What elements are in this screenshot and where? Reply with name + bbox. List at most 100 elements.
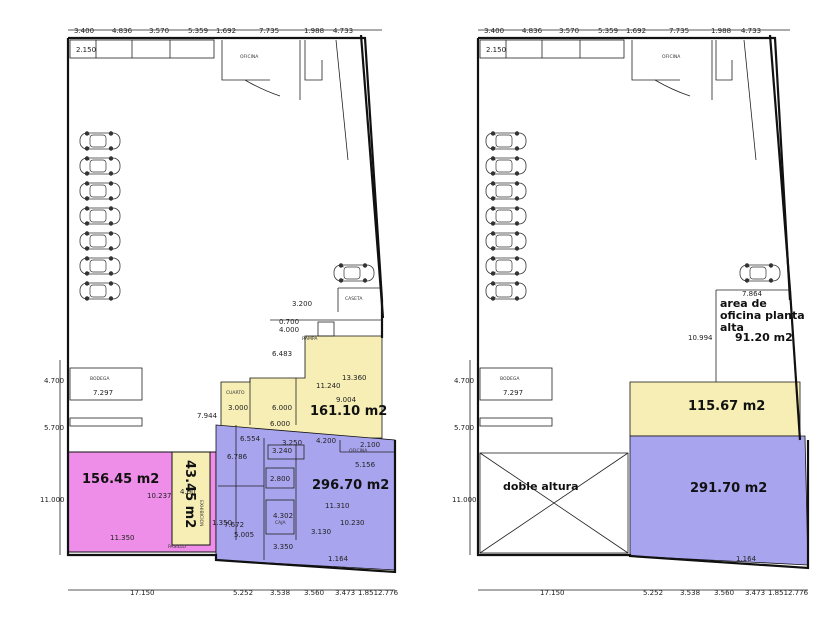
plan1-dim-6000b: 6.000 xyxy=(270,420,290,428)
plan1-room-bodega: BODEGA xyxy=(90,376,110,382)
plan1-room-caseta: CASETA xyxy=(345,296,363,302)
plan1-dim-4000b: 4.00 xyxy=(180,488,196,496)
plan1-dim-10230: 10.230 xyxy=(340,519,365,527)
plan1-room-cuarto: CUARTO xyxy=(226,390,245,396)
plan2-office-label-3: alta xyxy=(720,321,744,334)
plan1-dim-3240: 3.240 xyxy=(272,447,292,455)
plan1-bottom-dim-1: 17.150 xyxy=(130,589,155,597)
plan1-dim-1350: 1.350 xyxy=(212,519,232,527)
plan1-top-dim-2: 4.836 xyxy=(112,27,133,35)
plan1-dim-7672: 7.672 xyxy=(224,521,244,529)
plan1-room-rampa: RAMPA xyxy=(302,336,318,342)
plan1-area-blue: 296.70 m2 xyxy=(312,478,389,493)
plan1-dim-1164: 1.164 xyxy=(328,555,349,563)
plan1-bottom-dim-6: 1.851 xyxy=(358,589,378,597)
plan2-bottom-dim-1: 17.150 xyxy=(540,589,565,597)
plan1-area-yellow: 161.10 m2 xyxy=(310,404,387,419)
plan1-dim-6554: 6.554 xyxy=(240,435,261,443)
plan1-top-dim-8: 4.733 xyxy=(333,27,353,35)
plan1-dim-0700: 0.700 xyxy=(279,318,299,326)
plan1-bottom-dim-2: 5.252 xyxy=(233,589,253,597)
plan1-dim-2100: 2.100 xyxy=(360,441,380,449)
plan1-top-dim-4: 5.359 xyxy=(188,27,208,35)
plan2-doble-altura: doble altura xyxy=(503,480,579,493)
plan-2: 3.400 4.836 3.570 5.359 1.692 7.735 1.98… xyxy=(452,27,810,597)
plan1-dim-2150: 2.150 xyxy=(76,46,96,54)
plan2-dim-10994: 10.994 xyxy=(688,334,713,342)
plan2-top-dim-3: 3.570 xyxy=(559,27,579,35)
plan1-dim-11240: 11.240 xyxy=(316,382,341,390)
plan1-top-dim-1: 3.400 xyxy=(74,27,94,35)
plan1-top-dim-6: 7.735 xyxy=(259,27,279,35)
plan2-left-dim-1: 4.700 xyxy=(454,377,474,385)
plan1-dim-11310: 11.310 xyxy=(325,502,350,510)
plan2-dim-7864: 7.864 xyxy=(742,290,763,298)
plan1-area-pink: 156.45 m2 xyxy=(82,472,159,487)
plan2-dim-2150: 2.150 xyxy=(486,46,506,54)
plan2-top-dim-6: 7.735 xyxy=(669,27,689,35)
plan2-bottom-dim-7: 2.776 xyxy=(788,589,809,597)
plan1-dim-11350: 11.350 xyxy=(110,534,135,542)
plan1-dim-5156: 5.156 xyxy=(355,461,376,469)
plan1-left-dim-1: 4.700 xyxy=(44,377,64,385)
plan1-dim-7944: 7.944 xyxy=(197,412,218,420)
plan1-dim-3200: 3.200 xyxy=(292,300,312,308)
plan2-dim-7297: 7.297 xyxy=(503,389,523,397)
plan1-dim-3000: 3.000 xyxy=(228,404,248,412)
plan1-dim-4000: 4.000 xyxy=(279,326,299,334)
plan2-top-dim-2: 4.836 xyxy=(522,27,543,35)
plan1-dim-3250: 3.250 xyxy=(282,439,302,447)
plan1-top-dim-7: 1.988 xyxy=(304,27,324,35)
plan2-bottom-dim-5: 3.473 xyxy=(745,589,765,597)
plan1-room-oficina-2: OFICINA xyxy=(349,448,368,454)
plan2-dim-1164: 1.164 xyxy=(736,555,757,563)
plan2-bottom-dim-4: 3.560 xyxy=(714,589,734,597)
plan1-bottom-dim-4: 3.560 xyxy=(304,589,324,597)
plan1-room-oficina: OFICINA xyxy=(240,54,259,60)
plan1-room-pasillo: PASILLO xyxy=(168,544,187,550)
plan1-dim-2800: 2.800 xyxy=(270,475,290,483)
zone-yellow xyxy=(220,335,383,439)
plan-1: 3.400 4.836 3.570 5.359 1.692 7.735 1.98… xyxy=(40,27,399,597)
plan2-room-oficina: OFICINA xyxy=(662,54,681,60)
plan1-dim-5005: 5.005 xyxy=(234,531,254,539)
plan1-top-dim-3: 3.570 xyxy=(149,27,169,35)
plan1-dim-3350: 3.350 xyxy=(273,543,293,551)
plan2-bottom-dim-3: 3.538 xyxy=(680,589,700,597)
plan2-left-dim-2: 5.700 xyxy=(454,424,474,432)
plan2-top-dim-8: 4.733 xyxy=(741,27,761,35)
plan1-dim-9004: 9.004 xyxy=(336,396,357,404)
plan2-office-label-2: oficina planta xyxy=(720,309,805,322)
plan2-top-dim-7: 1.988 xyxy=(711,27,731,35)
plan1-dim-4302: 4.302 xyxy=(273,512,293,520)
plan1-top-dim-5: 1.692 xyxy=(216,27,236,35)
plan1-bottom-dim-3: 3.538 xyxy=(270,589,290,597)
p2-zone-blue xyxy=(629,435,809,566)
plan2-area-yellow: 115.67 m2 xyxy=(688,399,765,414)
plan1-dim-4200: 4.200 xyxy=(316,437,336,445)
plan2-area-blue: 291.70 m2 xyxy=(690,481,767,496)
plan1-dim-6000a: 6.000 xyxy=(272,404,292,412)
plan2-top-dim-1: 3.400 xyxy=(484,27,504,35)
plan2-room-bodega: BODEGA xyxy=(500,376,520,382)
plan1-dim-10237: 10.237 xyxy=(147,492,172,500)
plan1-left-dim-3: 11.000 xyxy=(40,496,65,504)
plan1-bottom-dim-5: 3.473 xyxy=(335,589,355,597)
plan2-left-dim-3: 11.000 xyxy=(452,496,477,504)
plan2-office-label-1: area de xyxy=(720,297,767,310)
plan1-dim-6483: 6.483 xyxy=(272,350,292,358)
plan1-dim-7297: 7.297 xyxy=(93,389,113,397)
plan2-bottom-dim-6: 1.851 xyxy=(768,589,788,597)
plan2-area-office: 91.20 m2 xyxy=(735,331,793,344)
plan1-area-yellow-small: 43.45 m2 xyxy=(182,460,197,528)
zone-yellow-small xyxy=(171,451,211,546)
plan1-left-dim-2: 5.700 xyxy=(44,424,64,432)
plan1-room-caja: CAJA xyxy=(275,520,286,526)
plan1-dim-13360: 13.360 xyxy=(342,374,367,382)
plan1-room-exhibicion: EXHIBICION xyxy=(198,500,204,526)
plan1-dim-6786: 6.786 xyxy=(227,453,248,461)
plan2-top-dim-4: 5.359 xyxy=(598,27,618,35)
plan1-dim-3130: 3.130 xyxy=(311,528,331,536)
plan2-top-dim-5: 1.692 xyxy=(626,27,646,35)
